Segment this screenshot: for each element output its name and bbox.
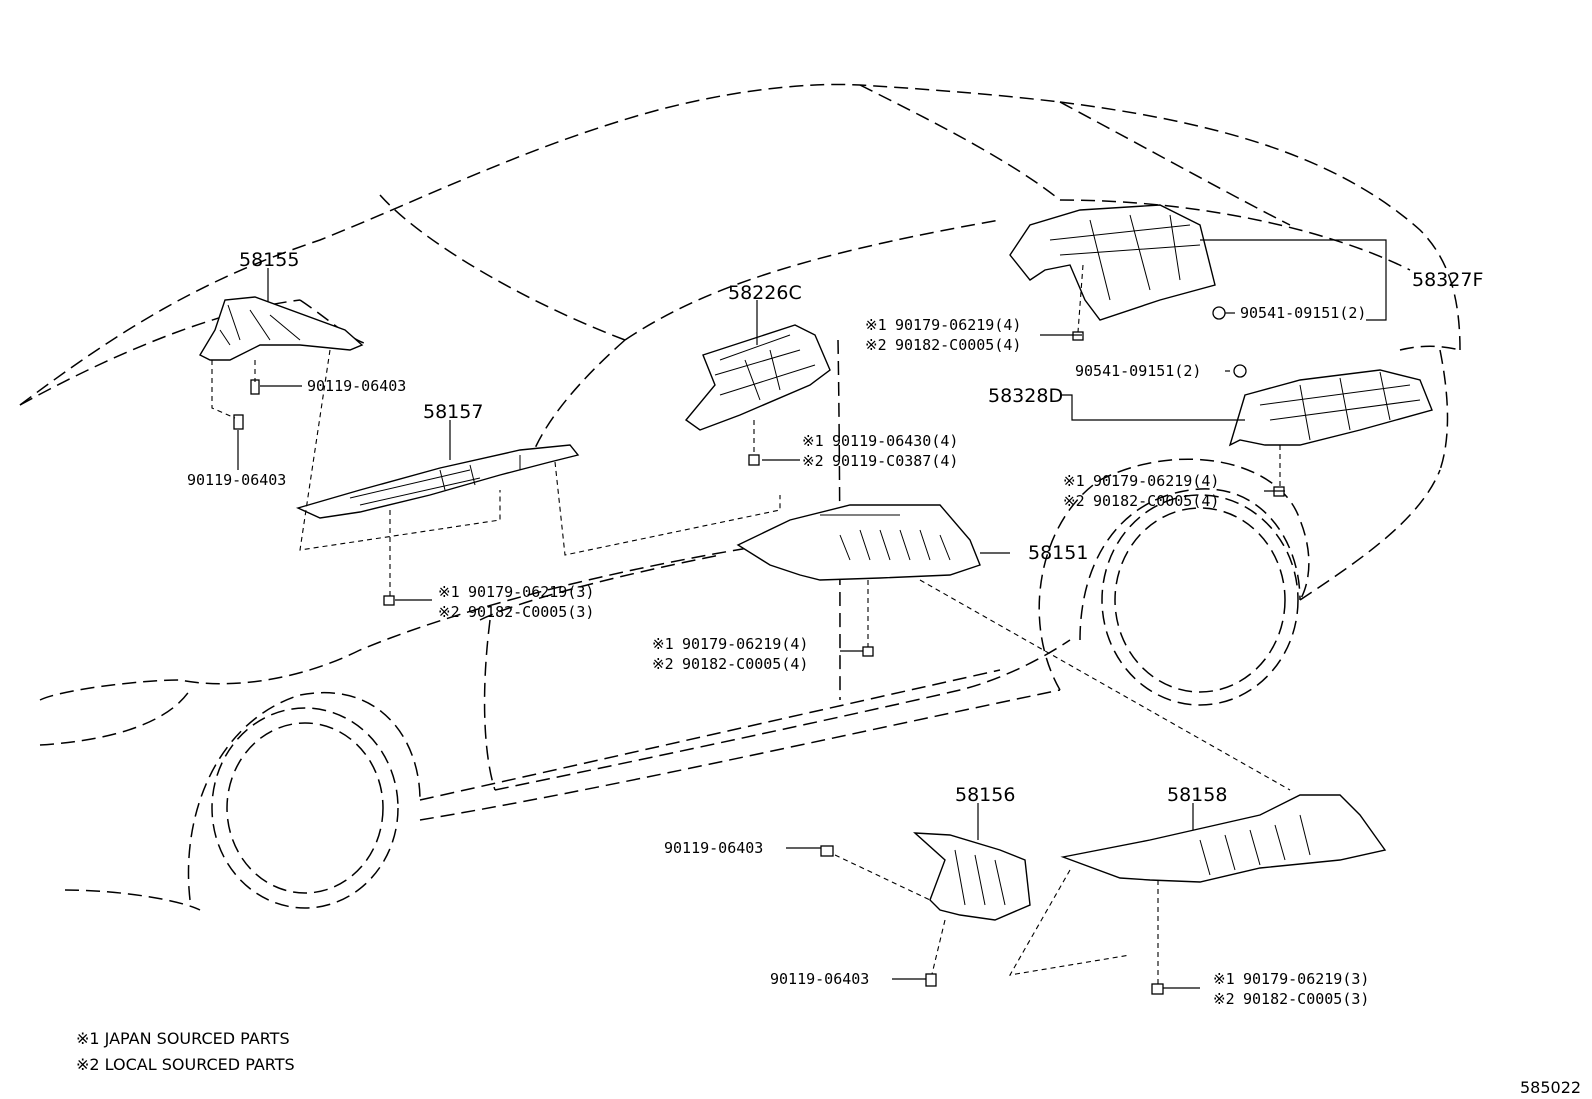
label-nut-center-2: 90182-C0005(4) — [682, 655, 808, 673]
label-58328d: 58328D — [988, 385, 1063, 407]
label-58327f: 58327F — [1412, 269, 1483, 291]
label-58157: 58157 — [423, 401, 483, 423]
part-58226c-shape — [684, 324, 831, 431]
marker-2-front: ※2 — [438, 603, 460, 621]
label-nut-front-2: 90182-C0005(3) — [468, 603, 594, 621]
label-bolt-d: 90119-06403 — [770, 970, 869, 988]
label-bolt-mid-2: 90119-C0387(4) — [832, 452, 958, 470]
part-58155-shape — [199, 296, 364, 361]
part-58158-shape — [1060, 794, 1387, 883]
marker-1-rear-upper: ※1 — [865, 316, 887, 334]
label-nut-rear-upper-2: 90182-C0005(4) — [895, 336, 1021, 354]
part-58156-shape — [913, 832, 1031, 921]
marker-1-mid: ※1 — [802, 432, 824, 450]
label-bolt-c: 90119-06403 — [664, 839, 763, 857]
marker-1-front: ※1 — [438, 583, 460, 601]
label-58155: 58155 — [239, 249, 299, 271]
part-58327f-shape — [1009, 204, 1216, 321]
part-58157-shape — [295, 444, 580, 519]
label-nut-rear-upper-1: 90179-06219(4) — [895, 316, 1021, 334]
marker-2-center: ※2 — [652, 655, 674, 673]
marker-2-rear-lower: ※2 — [1063, 492, 1085, 510]
label-clip-58327f: 90541-09151(2) — [1240, 304, 1366, 322]
marker-2-bottom: ※2 — [1213, 990, 1235, 1008]
marker-1-bottom: ※1 — [1213, 970, 1235, 988]
marker-1-center: ※1 — [652, 635, 674, 653]
label-clip-58328d: 90541-09151(2) — [1075, 362, 1201, 380]
label-nut-center-1: 90179-06219(4) — [682, 635, 808, 653]
car-body-outline — [19, 83, 1461, 911]
label-58226c: 58226C — [728, 282, 802, 304]
marker-2-mid: ※2 — [802, 452, 824, 470]
marker-2-rear-upper: ※2 — [865, 336, 887, 354]
label-nut-bottom-1: 90179-06219(3) — [1243, 970, 1369, 988]
label-nut-rear-lower-2: 90182-C0005(4) — [1093, 492, 1219, 510]
figure-id: 585022 — [1520, 1078, 1581, 1097]
label-nut-front-1: 90179-06219(3) — [468, 583, 594, 601]
marker-1-rear-lower: ※1 — [1063, 472, 1085, 490]
label-bolt-a: 90119-06403 — [307, 377, 406, 395]
label-nut-rear-lower-1: 90179-06219(4) — [1093, 472, 1219, 490]
part-58151-shape — [736, 504, 981, 581]
leader-lines — [237, 239, 1387, 989]
label-58156: 58156 — [955, 784, 1015, 806]
label-bolt-mid-1: 90119-06430(4) — [832, 432, 958, 450]
label-58158: 58158 — [1167, 784, 1227, 806]
label-nut-bottom-2: 90182-C0005(3) — [1243, 990, 1369, 1008]
label-58151: 58151 — [1028, 542, 1088, 564]
label-bolt-b: 90119-06403 — [187, 471, 286, 489]
legend-note-2: ※2 LOCAL SOURCED PARTS — [76, 1055, 295, 1074]
assembly-lines — [211, 264, 1291, 984]
legend-note-1: ※1 JAPAN SOURCED PARTS — [76, 1029, 290, 1048]
part-58328d-shape — [1228, 369, 1433, 447]
